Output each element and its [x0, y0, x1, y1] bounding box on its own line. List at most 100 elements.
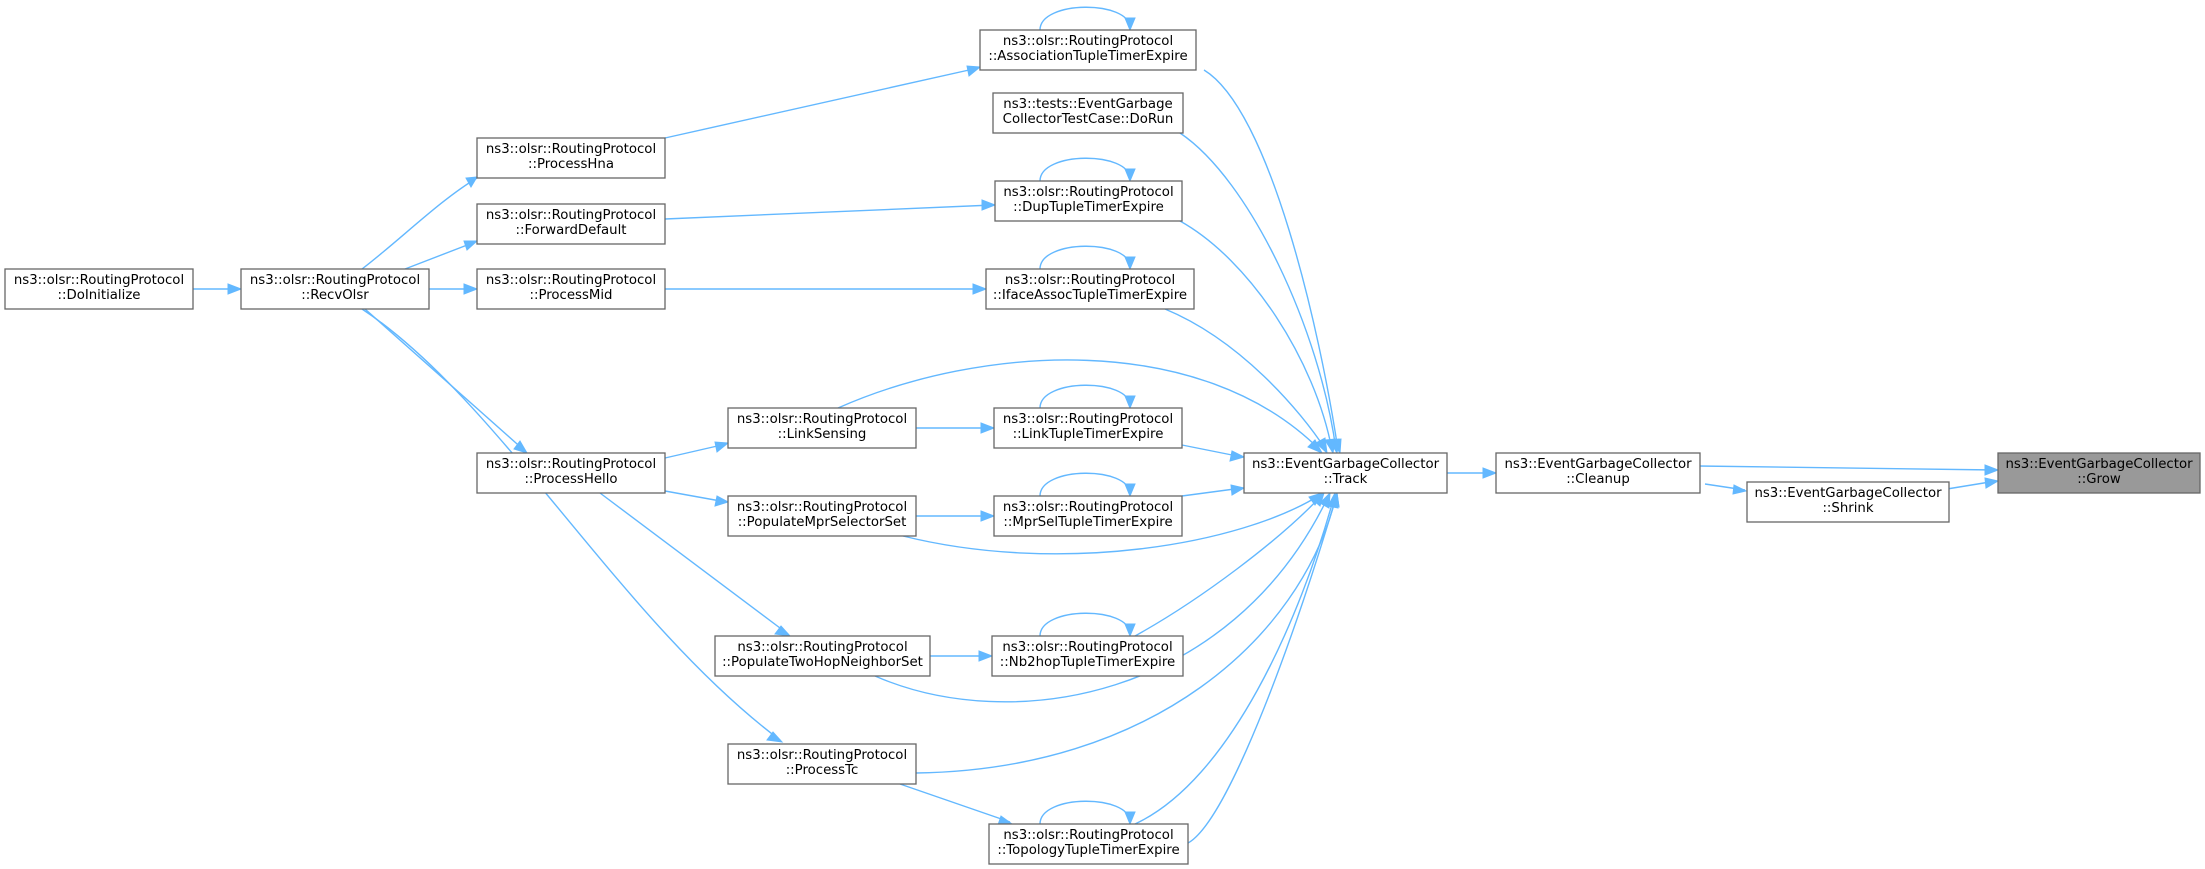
- node-box[interactable]: [727, 495, 917, 537]
- edge-line: [915, 496, 1337, 774]
- node-topo[interactable]: ns3::olsr::RoutingProtocol::TopologyTupl…: [988, 823, 1189, 865]
- node-box[interactable]: [993, 407, 1183, 449]
- node-label: ns3::olsr::RoutingProtocol: [737, 640, 907, 655]
- node-box[interactable]: [476, 203, 666, 245]
- call-edge: [902, 492, 1324, 555]
- node-label: ns3::EventGarbageCollector: [1754, 486, 1942, 501]
- node-label: ::LinkTupleTimerExpire: [1013, 427, 1164, 442]
- call-edge: [915, 491, 1340, 774]
- call-edge: [1697, 464, 2000, 476]
- edge-line: [1039, 472, 1131, 497]
- arrowhead-icon: [774, 625, 792, 637]
- node-box[interactable]: [1746, 481, 1950, 523]
- node-track[interactable]: ns3::EventGarbageCollector::Track: [1243, 452, 1448, 494]
- call-edge: [361, 308, 784, 743]
- node-label: ns3::olsr::RoutingProtocol: [737, 748, 907, 763]
- node-box[interactable]: [985, 268, 1195, 310]
- node-link[interactable]: ns3::olsr::RoutingProtocol::LinkTupleTim…: [993, 407, 1183, 449]
- node-label: ns3::olsr::RoutingProtocol: [1003, 828, 1173, 843]
- node-label: ::RecvOlsr: [301, 288, 369, 303]
- edge-line: [1203, 69, 1339, 451]
- edge-line: [404, 241, 476, 270]
- node-pop2hop[interactable]: ns3::olsr::RoutingProtocol::PopulateTwoH…: [714, 635, 931, 677]
- node-box[interactable]: [979, 29, 1197, 71]
- node-dorun[interactable]: ns3::tests::EventGarbageCollectorTestCas…: [992, 92, 1184, 134]
- node-iface[interactable]: ns3::olsr::RoutingProtocol::IfaceAssocTu…: [985, 268, 1195, 310]
- node-label: ns3::olsr::RoutingProtocol: [1003, 34, 1173, 49]
- edge-line: [874, 496, 1329, 703]
- node-label: ::AssociationTupleTimerExpire: [988, 49, 1187, 64]
- node-label: ::ForwardDefault: [515, 223, 626, 238]
- node-label: ::ProcessHello: [524, 472, 617, 487]
- edge-line: [1039, 612, 1131, 637]
- node-procmid[interactable]: ns3::olsr::RoutingProtocol::ProcessMid: [476, 268, 666, 310]
- call-edge: [1039, 384, 1136, 410]
- arrowhead-icon: [1124, 483, 1136, 498]
- arrowhead-icon: [714, 441, 730, 453]
- node-box[interactable]: [476, 268, 666, 310]
- edge-line: [1039, 6, 1131, 31]
- call-edge: [1704, 483, 1748, 495]
- edge-line: [1134, 494, 1323, 637]
- node-popmpr[interactable]: ns3::olsr::RoutingProtocol::PopulateMprS…: [727, 495, 917, 537]
- node-box[interactable]: [994, 180, 1183, 222]
- arrowhead-icon: [1229, 450, 1246, 462]
- node-label: ::IfaceAssocTupleTimerExpire: [993, 288, 1187, 303]
- edge-line: [361, 308, 781, 741]
- node-label: ns3::olsr::RoutingProtocol: [486, 273, 656, 288]
- node-label: ::PopulateTwoHopNeighborSet: [722, 655, 923, 670]
- node-box[interactable]: [727, 407, 917, 449]
- node-label: ns3::olsr::RoutingProtocol: [486, 142, 656, 157]
- node-label: ns3::EventGarbageCollector: [1252, 457, 1440, 472]
- node-label: ns3::EventGarbageCollector: [2005, 457, 2193, 472]
- node-box[interactable]: [993, 495, 1183, 537]
- node-prochna[interactable]: ns3::olsr::RoutingProtocol::ProcessHna: [476, 137, 666, 179]
- node-box[interactable]: [4, 268, 194, 310]
- edge-line: [1187, 496, 1337, 844]
- node-label: ::Shrink: [1822, 501, 1873, 516]
- call-edge: [1039, 800, 1136, 826]
- arrowhead-icon: [227, 283, 243, 295]
- node-label: ns3::olsr::RoutingProtocol: [1003, 185, 1173, 200]
- node-prochello[interactable]: ns3::olsr::RoutingProtocol::ProcessHello: [476, 452, 666, 494]
- node-fwd[interactable]: ns3::olsr::RoutingProtocol::ForwardDefau…: [476, 203, 666, 245]
- arrowhead-icon: [766, 731, 784, 743]
- arrowhead-icon: [1328, 491, 1340, 508]
- node-box[interactable]: [714, 635, 931, 677]
- node-box[interactable]: [476, 452, 666, 494]
- edge-line: [1164, 308, 1327, 451]
- node-box[interactable]: [991, 635, 1184, 677]
- node-box[interactable]: [1243, 452, 1448, 494]
- arrowhead-icon: [1307, 439, 1324, 455]
- node-mprsel[interactable]: ns3::olsr::RoutingProtocol::MprSelTupleT…: [993, 495, 1183, 537]
- call-edge: [930, 650, 994, 662]
- node-box[interactable]: [988, 823, 1189, 865]
- call-edge: [429, 283, 479, 295]
- call-edge: [1203, 69, 1342, 455]
- node-box[interactable]: [992, 92, 1184, 134]
- call-edge: [1039, 6, 1136, 32]
- call-edge: [664, 490, 730, 507]
- node-nb2hop[interactable]: ns3::olsr::RoutingProtocol::Nb2hopTupleT…: [991, 635, 1184, 677]
- node-label: ns3::olsr::RoutingProtocol: [486, 457, 656, 472]
- node-proctc[interactable]: ns3::olsr::RoutingProtocol::ProcessTc: [727, 743, 917, 785]
- node-box[interactable]: [240, 268, 430, 310]
- node-box[interactable]: [727, 743, 917, 785]
- call-edge: [1446, 467, 1498, 479]
- node-label: ::ProcessHna: [528, 157, 614, 172]
- node-label: ::LinkSensing: [778, 427, 867, 442]
- node-assoc[interactable]: ns3::olsr::RoutingProtocol::AssociationT…: [979, 29, 1197, 71]
- node-linksensing[interactable]: ns3::olsr::RoutingProtocol::LinkSensing: [727, 407, 917, 449]
- node-cleanup[interactable]: ns3::EventGarbageCollector::Cleanup: [1495, 452, 1701, 494]
- arrowhead-icon: [1230, 484, 1246, 496]
- node-doinit[interactable]: ns3::olsr::RoutingProtocol::DoInitialize: [4, 268, 194, 310]
- node-grow[interactable]: ns3::EventGarbageCollector::Grow: [1997, 452, 2201, 494]
- node-shrink[interactable]: ns3::EventGarbageCollector::Shrink: [1746, 481, 1950, 523]
- node-box[interactable]: [1997, 452, 2201, 494]
- node-label: ::Cleanup: [1566, 472, 1630, 487]
- node-recvolsr[interactable]: ns3::olsr::RoutingProtocol::RecvOlsr: [240, 268, 430, 310]
- graph-nodes: ns3::EventGarbageCollector::Growns3::Eve…: [4, 29, 2201, 865]
- node-dup[interactable]: ns3::olsr::RoutingProtocol::DupTupleTime…: [994, 180, 1183, 222]
- node-box[interactable]: [1495, 452, 1701, 494]
- node-box[interactable]: [476, 137, 666, 179]
